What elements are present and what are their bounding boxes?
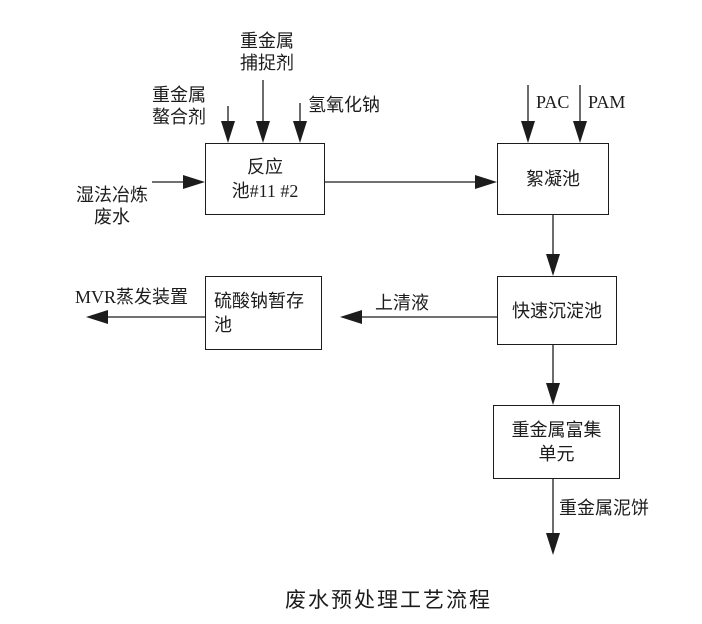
storage-tank-line1: 硫酸钠暂存 xyxy=(214,291,304,311)
capture-agent-label-line1: 重金属 xyxy=(240,31,294,51)
rapid-sedimentation-tank-label: 快速沉淀池 xyxy=(512,300,602,321)
rapid-sedimentation-tank-box: 快速沉淀池 xyxy=(497,276,617,345)
flocculation-tank-box: 絮凝池 xyxy=(497,143,609,215)
sodium-sulfate-storage-tank-box: 硫酸钠暂存 池 xyxy=(205,276,322,350)
chelating-agent-label: 重金属 螯合剂 xyxy=(141,84,217,128)
heavy-metal-enrichment-unit-box: 重金属富集 单元 xyxy=(493,405,620,479)
to-mvr-arrowhead-icon xyxy=(86,310,108,324)
supernatant-arrowhead-icon xyxy=(340,310,362,324)
capture-agent-label: 重金属 捕捉剂 xyxy=(225,30,309,74)
influent-arrowhead-icon xyxy=(183,175,205,189)
chelating-agent-arrowhead-icon xyxy=(221,121,235,143)
chelating-agent-label-line1: 重金属 xyxy=(152,85,206,105)
sedimentation-to-enrichment-arrowhead-icon xyxy=(546,383,560,405)
capture-agent-arrowhead-icon xyxy=(256,121,270,143)
naoh-label: 氢氧化钠 xyxy=(308,95,380,115)
supernatant-label: 上清液 xyxy=(375,293,429,313)
reaction-tank-line2: 池#11 #2 xyxy=(231,181,299,201)
naoh-arrowhead-icon xyxy=(293,121,307,143)
pac-label: PAC xyxy=(536,92,570,112)
pac-arrowhead-icon xyxy=(521,121,535,143)
reaction-to-flocculation-arrowhead-icon xyxy=(475,175,497,189)
cake-out-arrowhead-icon xyxy=(546,533,560,555)
reaction-tank-box: 反应 池#11 #2 xyxy=(205,143,325,215)
flocculation-tank-label: 絮凝池 xyxy=(526,169,580,189)
storage-tank-line2: 池 xyxy=(214,315,232,335)
figure-caption: 废水预处理工艺流程 xyxy=(285,588,492,612)
enrichment-unit-line1: 重金属富集 xyxy=(511,420,602,440)
influent-label: 湿法冶炼 废水 xyxy=(72,184,152,228)
pam-arrowhead-icon xyxy=(573,121,587,143)
capture-agent-label-line2: 捕捉剂 xyxy=(240,53,294,73)
reaction-tank-line1: 反应 xyxy=(247,157,283,177)
influent-label-line2: 废水 xyxy=(94,207,130,227)
mvr-evaporator-label: MVR蒸发装置 xyxy=(75,287,189,307)
pam-label: PAM xyxy=(588,92,626,112)
chelating-agent-label-line2: 螯合剂 xyxy=(152,107,206,127)
enrichment-unit-line2: 单元 xyxy=(538,444,575,464)
flocculation-to-sedimentation-arrowhead-icon xyxy=(546,254,560,276)
influent-label-line1: 湿法冶炼 xyxy=(76,185,148,205)
heavy-metal-cake-label: 重金属泥饼 xyxy=(559,498,649,518)
